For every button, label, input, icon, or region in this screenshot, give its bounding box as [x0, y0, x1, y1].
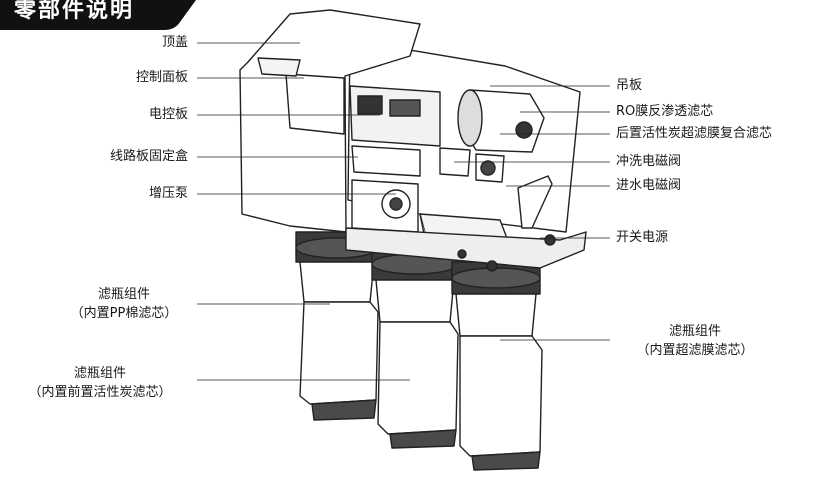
label-flush-valve: 冲洗电磁阀	[616, 154, 682, 169]
header-tab	[0, 0, 196, 30]
label-electric-control-board: 电控板	[148, 107, 188, 122]
label-uf-filter-line2: （内置超滤膜滤芯）	[636, 343, 754, 358]
label-pre-carbon-line2: （内置前置活性炭滤芯）	[28, 385, 172, 400]
filter-housing-right	[451, 261, 543, 471]
label-pre-carbon-line1: 滤瓶组件	[73, 366, 126, 381]
label-post-carbon: 后置活性炭超滤膜复合滤芯	[616, 126, 773, 141]
label-pp-filter-line1: 滤瓶组件	[97, 287, 150, 302]
label-hanging-plate: 吊板	[616, 78, 643, 93]
label-ro-membrane: RO膜反渗透滤芯	[616, 104, 714, 119]
label-booster-pump: 增压泵	[148, 186, 188, 201]
label-top-cover: 顶盖	[161, 35, 188, 50]
label-pp-filter-line2: （内置PP棉滤芯）	[70, 306, 178, 321]
label-power-supply: 开关电源	[616, 230, 669, 245]
filter-housing-left	[295, 231, 379, 421]
label-control-panel: 控制面板	[135, 70, 188, 85]
page-title: 零部件说明	[14, 0, 135, 23]
ro-membrane-cylinder	[457, 89, 545, 153]
label-uf-filter-line1: 滤瓶组件	[668, 324, 721, 339]
label-circuit-box: 线路板固定盒	[109, 149, 188, 164]
label-inlet-valve: 进水电磁阀	[616, 178, 682, 193]
filter-housing-middle	[371, 247, 459, 449]
